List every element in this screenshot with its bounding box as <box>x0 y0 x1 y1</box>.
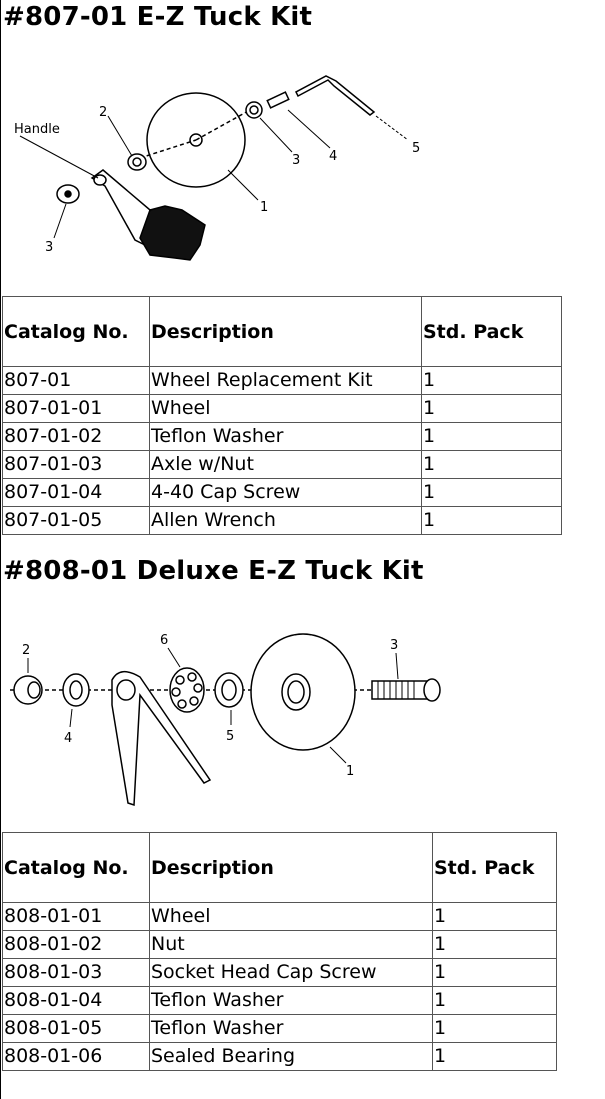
wheel-part <box>250 633 356 751</box>
sealed-bearing-part <box>169 667 205 713</box>
table-row: 807-01-05 Allen Wrench 1 <box>2 506 562 535</box>
description-cell: Teflon Washer <box>149 1014 433 1043</box>
std-pack-cell: 1 <box>421 394 562 423</box>
catalog-no-cell: 807-01-03 <box>2 450 150 479</box>
col-catalog-no: Catalog No. <box>2 832 150 903</box>
kit-808-title: #808-01 Deluxe E-Z Tuck Kit <box>3 556 424 586</box>
kit-807-parts-table: Catalog No. Description Std. Pack 807-01… <box>2 296 562 535</box>
cap-screw-part <box>266 91 290 109</box>
table-row: 807-01-02 Teflon Washer 1 <box>2 422 562 451</box>
table-row: 807-01-04 4-40 Cap Screw 1 <box>2 478 562 507</box>
col-std-pack: Std. Pack <box>421 296 562 367</box>
description-cell: Wheel <box>149 394 422 423</box>
std-pack-cell: 1 <box>432 986 557 1015</box>
callout-5: 5 <box>412 141 420 156</box>
catalog-no-cell: 808-01-06 <box>2 1042 150 1071</box>
table-row: 807-01-03 Axle w/Nut 1 <box>2 450 562 479</box>
col-catalog-no: Catalog No. <box>2 296 150 367</box>
description-cell: Teflon Washer <box>149 986 433 1015</box>
deluxe-e-z-tuck-kit-exploded-diagram: 2 6 3 4 5 1 <box>10 633 441 807</box>
std-pack-cell: 1 <box>432 958 557 987</box>
callout-1: 1 <box>346 764 354 779</box>
callout-2: 2 <box>99 105 107 120</box>
description-cell: Wheel <box>149 902 433 931</box>
description-cell: Socket Head Cap Screw <box>149 958 433 987</box>
description-cell: Nut <box>149 930 433 959</box>
std-pack-cell: 1 <box>432 902 557 931</box>
teflon-washer-part <box>62 673 90 707</box>
socket-head-cap-screw-part <box>371 680 428 700</box>
description-cell: Wheel Replacement Kit <box>149 366 422 395</box>
nut-part <box>245 101 263 119</box>
callout-3-left: 3 <box>45 240 53 255</box>
catalog-no-cell: 807-01-02 <box>2 422 150 451</box>
catalog-no-cell: 808-01-01 <box>2 902 150 931</box>
kit-807-title: #807-01 E-Z Tuck Kit <box>3 2 313 32</box>
std-pack-cell: 1 <box>432 1014 557 1043</box>
table-row: 808-01-03 Socket Head Cap Screw 1 <box>2 958 557 987</box>
callout-1: 1 <box>260 200 268 215</box>
table-row: 808-01-06 Sealed Bearing 1 <box>2 1042 557 1071</box>
description-cell: Sealed Bearing <box>149 1042 433 1071</box>
description-cell: Axle w/Nut <box>149 450 422 479</box>
table-row: 808-01-02 Nut 1 <box>2 930 557 959</box>
catalog-no-cell: 808-01-04 <box>2 986 150 1015</box>
callout-2: 2 <box>22 643 30 658</box>
callout-5: 5 <box>226 729 234 744</box>
catalog-no-cell: 808-01-02 <box>2 930 150 959</box>
catalog-no-cell: 807-01 <box>2 366 150 395</box>
catalog-no-cell: 807-01-04 <box>2 478 150 507</box>
handle-part <box>111 671 212 807</box>
std-pack-cell: 1 <box>421 506 562 535</box>
page-left-border <box>0 0 1 1099</box>
callout-3: 3 <box>292 153 300 168</box>
col-std-pack: Std. Pack <box>432 832 557 903</box>
col-description: Description <box>149 832 433 903</box>
table-header-row: Catalog No. Description Std. Pack <box>2 296 562 367</box>
allen-wrench-part <box>295 75 376 116</box>
handle-label: Handle <box>14 122 60 137</box>
std-pack-cell: 1 <box>432 930 557 959</box>
callout-6: 6 <box>160 633 168 648</box>
description-cell: Teflon Washer <box>149 422 422 451</box>
kit-808-parts-table: Catalog No. Description Std. Pack 808-01… <box>2 832 557 1071</box>
description-cell: 4-40 Cap Screw <box>149 478 422 507</box>
table-row: 808-01-04 Teflon Washer 1 <box>2 986 557 1015</box>
description-cell: Allen Wrench <box>149 506 422 535</box>
table-row: 808-01-01 Wheel 1 <box>2 902 557 931</box>
washer-part <box>127 153 147 171</box>
callout-4: 4 <box>329 149 337 164</box>
std-pack-cell: 1 <box>421 422 562 451</box>
col-description: Description <box>149 296 422 367</box>
table-row: 808-01-05 Teflon Washer 1 <box>2 1014 557 1043</box>
std-pack-cell: 1 <box>421 366 562 395</box>
callout-4: 4 <box>64 731 72 746</box>
teflon-washer-part <box>214 672 244 708</box>
e-z-tuck-kit-exploded-diagram: Handle 2 3 4 5 1 3 <box>14 75 420 261</box>
table-row: 807-01-01 Wheel 1 <box>2 394 562 423</box>
catalog-no-cell: 808-01-05 <box>2 1014 150 1043</box>
std-pack-cell: 1 <box>421 478 562 507</box>
std-pack-cell: 1 <box>421 450 562 479</box>
std-pack-cell: 1 <box>432 1042 557 1071</box>
catalog-no-cell: 808-01-03 <box>2 958 150 987</box>
callout-3: 3 <box>390 638 398 653</box>
catalog-no-cell: 807-01-05 <box>2 506 150 535</box>
handle-block <box>139 205 206 261</box>
catalog-no-cell: 807-01-01 <box>2 394 150 423</box>
table-row: 807-01 Wheel Replacement Kit 1 <box>2 366 562 395</box>
table-header-row: Catalog No. Description Std. Pack <box>2 832 557 903</box>
